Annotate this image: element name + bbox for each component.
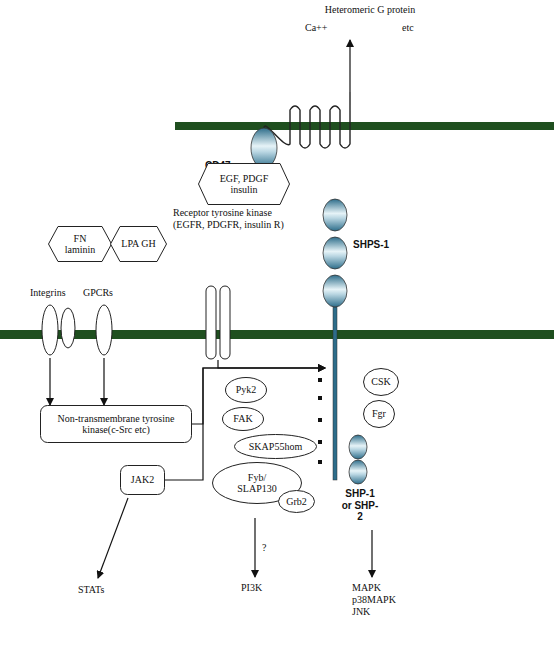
node-heading: Integrins xyxy=(30,287,80,299)
node-label: Grb2 xyxy=(286,496,307,508)
node-label: SKAP55hom xyxy=(249,441,302,453)
node-label: CSK xyxy=(371,376,390,388)
integrin-receptor-outline xyxy=(40,304,78,358)
node-label: Fyb/ SLAP130 xyxy=(228,472,286,495)
integrin-receptor: Integrins xyxy=(40,304,78,358)
kinase-circle: Fgr xyxy=(363,400,395,428)
node-heading: SHPS-1 xyxy=(353,239,403,251)
kinase-ellipse: FAK xyxy=(222,407,264,431)
upper-membrane xyxy=(175,122,554,130)
shps1-receptor-outline xyxy=(325,195,345,480)
signal-connector xyxy=(218,360,325,368)
node-label: LPA GH xyxy=(121,238,155,250)
signal-connector xyxy=(49,358,50,405)
phosphotyrosine-dot xyxy=(318,460,322,464)
node-heading: SHP-1 or SHP-2 xyxy=(340,488,380,523)
signal-arrow xyxy=(349,40,350,92)
kinase-box: JAK2 xyxy=(120,465,165,495)
node-label: Fgr xyxy=(372,408,386,420)
node-label: JAK2 xyxy=(131,474,154,486)
signal-arrow xyxy=(371,530,372,577)
ligand-hexagon: LPA GH xyxy=(110,226,167,262)
gpcr-receptor: GPCRs xyxy=(95,304,113,358)
node-heading: GPCRs xyxy=(83,287,127,299)
cd47-receptor-outline xyxy=(245,88,360,175)
phosphotyrosine-dot xyxy=(318,418,322,422)
ligand-hexagon: FN laminin xyxy=(48,226,112,262)
free-label: etc xyxy=(402,22,414,34)
cd47-receptor: CD47 xyxy=(245,88,360,175)
node-label: EGF, PDGF insulin xyxy=(209,173,279,196)
signal-connector xyxy=(103,358,104,405)
free-label: Ca++ xyxy=(305,22,327,34)
adaptor-ellipse: SKAP55hom xyxy=(234,434,317,459)
phosphotyrosine-dot xyxy=(318,378,322,382)
adaptor-ellipse: Grb2 xyxy=(278,490,315,513)
phosphotyrosine-dot xyxy=(318,440,322,444)
free-label: ? xyxy=(262,542,266,554)
free-label: STATs xyxy=(78,584,104,596)
node-label: FAK xyxy=(233,413,252,425)
kinase-ellipse: Pyk2 xyxy=(225,377,267,403)
free-label: PI3K xyxy=(241,582,262,594)
node-label: Pyk2 xyxy=(236,384,257,396)
kinase-circle: CSK xyxy=(363,368,399,396)
node-heading: Receptor tyrosine kinase (EGFR, PDGFR, i… xyxy=(173,207,301,230)
shps1-receptor: SHPS-1 xyxy=(325,195,345,480)
phosphotyrosine-dot xyxy=(318,396,322,400)
phosphatase-domain-outline xyxy=(346,435,370,485)
signal-arrow xyxy=(254,518,255,577)
receptor-tyrosine-kinase-outline xyxy=(205,285,231,360)
receptor-tyrosine-kinase: Receptor tyrosine kinase (EGFR, PDGFR, i… xyxy=(205,285,231,360)
gpcr-receptor-outline xyxy=(95,304,113,358)
free-label: MAPK p38MAPK JNK xyxy=(352,582,408,618)
signal-arrow xyxy=(98,498,128,578)
ligand-hexagon: EGF, PDGF insulin xyxy=(198,163,290,205)
node-label: Non-transmembrane tyrosine kinase(c-Src … xyxy=(44,413,188,436)
lower-membrane xyxy=(0,330,554,339)
free-label: Heteromeric G protein xyxy=(290,4,450,16)
kinase-box: Non-transmembrane tyrosine kinase(c-Src … xyxy=(40,405,192,443)
node-label: FN laminin xyxy=(59,233,101,256)
phosphatase-domain: SHP-1 or SHP-2 xyxy=(346,435,370,485)
